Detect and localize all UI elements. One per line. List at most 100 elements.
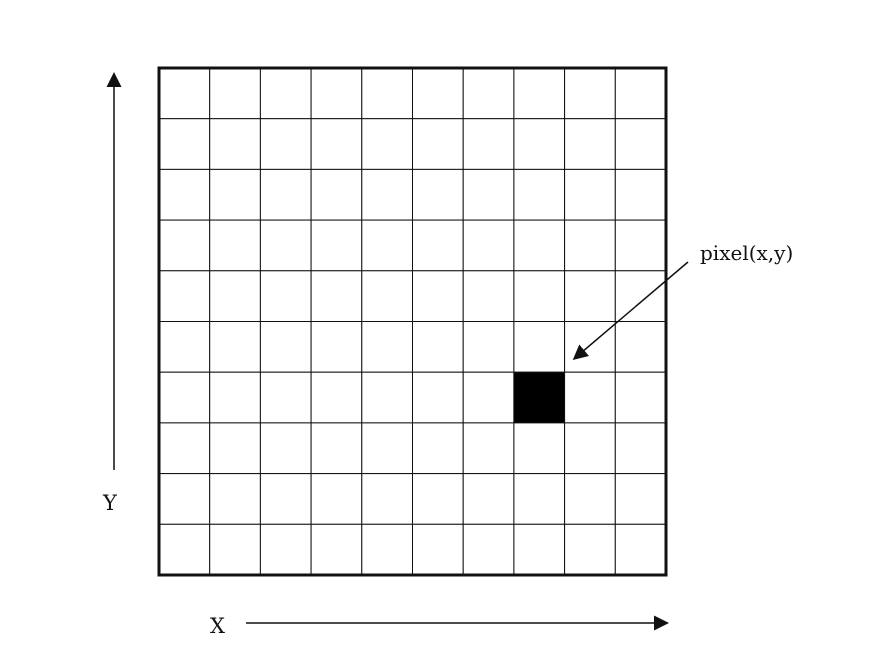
y-axis-label: Y — [102, 491, 118, 515]
grid-cell — [209, 422, 261, 475]
grid-cell — [158, 270, 211, 322]
grid-cell — [462, 270, 515, 322]
grid-cell — [361, 523, 413, 576]
grid-cell — [259, 371, 312, 424]
grid-cell — [564, 270, 616, 322]
grid-cell — [310, 473, 363, 525]
grid-cell — [361, 371, 413, 424]
highlighted-pixel — [513, 371, 566, 424]
grid-cell — [614, 270, 667, 322]
grid-cell — [462, 168, 515, 221]
grid-cell — [259, 67, 312, 120]
grid-cell — [310, 219, 363, 272]
grid-cell — [462, 219, 515, 272]
grid-cell — [412, 168, 464, 221]
grid-cell — [158, 422, 211, 475]
grid-cell — [158, 321, 211, 373]
grid-cell — [158, 473, 211, 525]
grid-cell — [310, 67, 363, 120]
grid-cell — [462, 118, 515, 170]
grid-cell — [361, 219, 413, 272]
grid-cell — [564, 168, 616, 221]
grid-cell — [564, 371, 616, 424]
grid-cell — [209, 168, 261, 221]
grid-cell — [513, 118, 566, 170]
grid-cell — [361, 321, 413, 373]
pixel-pointer-arrow — [572, 261, 689, 360]
grid-cell — [412, 422, 464, 475]
grid-cell — [158, 219, 211, 272]
grid-cell — [310, 422, 363, 475]
grid-cell — [462, 371, 515, 424]
grid-cell — [614, 67, 667, 120]
grid-cell — [209, 523, 261, 576]
grid-cell — [462, 523, 515, 576]
grid-cell — [361, 67, 413, 120]
grid-cell — [564, 523, 616, 576]
grid-cell — [310, 523, 363, 576]
grid-cell — [361, 118, 413, 170]
grid-cell — [614, 523, 667, 576]
grid-cell — [513, 67, 566, 120]
grid-cell — [310, 321, 363, 373]
grid-cell — [564, 118, 616, 170]
pixel-label: pixel(x,y) — [700, 241, 793, 265]
x-axis-label: X — [210, 614, 225, 638]
grid-cell — [564, 219, 616, 272]
grid-cell — [513, 321, 566, 373]
grid-cell — [361, 270, 413, 322]
grid-cell — [259, 422, 312, 475]
grid-cell — [310, 270, 363, 322]
grid-cell — [158, 67, 211, 120]
pixel-grid — [158, 67, 667, 576]
grid-cell — [209, 473, 261, 525]
grid-cell — [310, 371, 363, 424]
grid-cell — [614, 473, 667, 525]
grid-cell — [158, 168, 211, 221]
grid-cell — [513, 219, 566, 272]
grid-cell — [614, 422, 667, 475]
grid-cell — [209, 321, 261, 373]
grid-cell — [412, 523, 464, 576]
grid-cell — [614, 371, 667, 424]
grid-cell — [361, 422, 413, 475]
grid-cell — [564, 422, 616, 475]
grid-cell — [209, 371, 261, 424]
grid-cell — [614, 219, 667, 272]
grid-cell — [209, 118, 261, 170]
grid-cell — [209, 67, 261, 120]
grid-cell — [259, 523, 312, 576]
grid-cell — [259, 270, 312, 322]
grid-cell — [259, 473, 312, 525]
grid-cell — [412, 219, 464, 272]
grid-cell — [412, 270, 464, 322]
grid-cell — [513, 473, 566, 525]
grid-cell — [259, 219, 312, 272]
grid-cell — [513, 168, 566, 221]
grid-cell — [361, 168, 413, 221]
grid-cell — [412, 67, 464, 120]
grid-cell — [209, 270, 261, 322]
grid-border — [157, 66, 668, 577]
grid-cell — [259, 168, 312, 221]
grid-cell — [564, 67, 616, 120]
grid-cell — [513, 270, 566, 322]
grid-cell — [259, 118, 312, 170]
grid-cell — [158, 371, 211, 424]
grid-cell — [513, 523, 566, 576]
grid-cell — [412, 118, 464, 170]
grid-cell — [564, 473, 616, 525]
grid-cell — [412, 321, 464, 373]
grid-cell — [564, 321, 616, 373]
grid-cell — [614, 321, 667, 373]
grid-cell — [158, 523, 211, 576]
grid-cell — [462, 473, 515, 525]
grid-cell — [209, 219, 261, 272]
grid-cell — [614, 168, 667, 221]
grid-cell — [310, 168, 363, 221]
grid-cell — [158, 118, 211, 170]
grid-cell — [462, 321, 515, 373]
grid-cell — [513, 422, 566, 475]
grid-cell — [412, 371, 464, 424]
